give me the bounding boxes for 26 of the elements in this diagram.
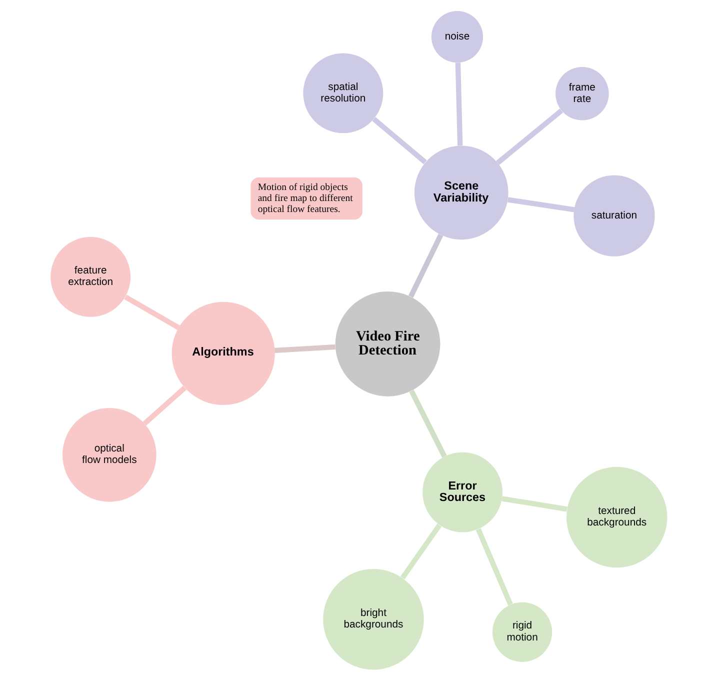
- node-circle: optical flow models: [62, 408, 156, 502]
- node-circle: Video Fire Detection: [335, 291, 440, 396]
- connector: [502, 496, 568, 512]
- connector: [496, 108, 564, 165]
- connector: [274, 344, 336, 354]
- node-circle: textured backgrounds: [566, 466, 668, 568]
- connector: [400, 524, 442, 580]
- connector: [507, 197, 575, 212]
- connector: [372, 117, 427, 164]
- connector: [124, 294, 180, 330]
- node-circle: Algorithms: [172, 302, 275, 405]
- node-circle: frame rate: [556, 66, 609, 120]
- node-circle: Scene Variability: [414, 146, 508, 240]
- connector: [455, 62, 463, 146]
- node-circle: rigid motion: [492, 602, 552, 662]
- node-circle: saturation: [574, 175, 655, 256]
- node-circle: feature extraction: [50, 236, 131, 317]
- connector: [408, 234, 444, 298]
- node-circle: bright backgrounds: [323, 568, 424, 670]
- node-circle: Error Sources: [422, 452, 502, 532]
- connector: [142, 386, 186, 426]
- connector: [409, 390, 447, 458]
- node-box: Motion of rigid objects and fire map to different optical flow features.: [250, 177, 362, 220]
- connector: [476, 528, 513, 606]
- node-circle: noise: [431, 11, 484, 63]
- node-circle: spatial resolution: [303, 53, 384, 134]
